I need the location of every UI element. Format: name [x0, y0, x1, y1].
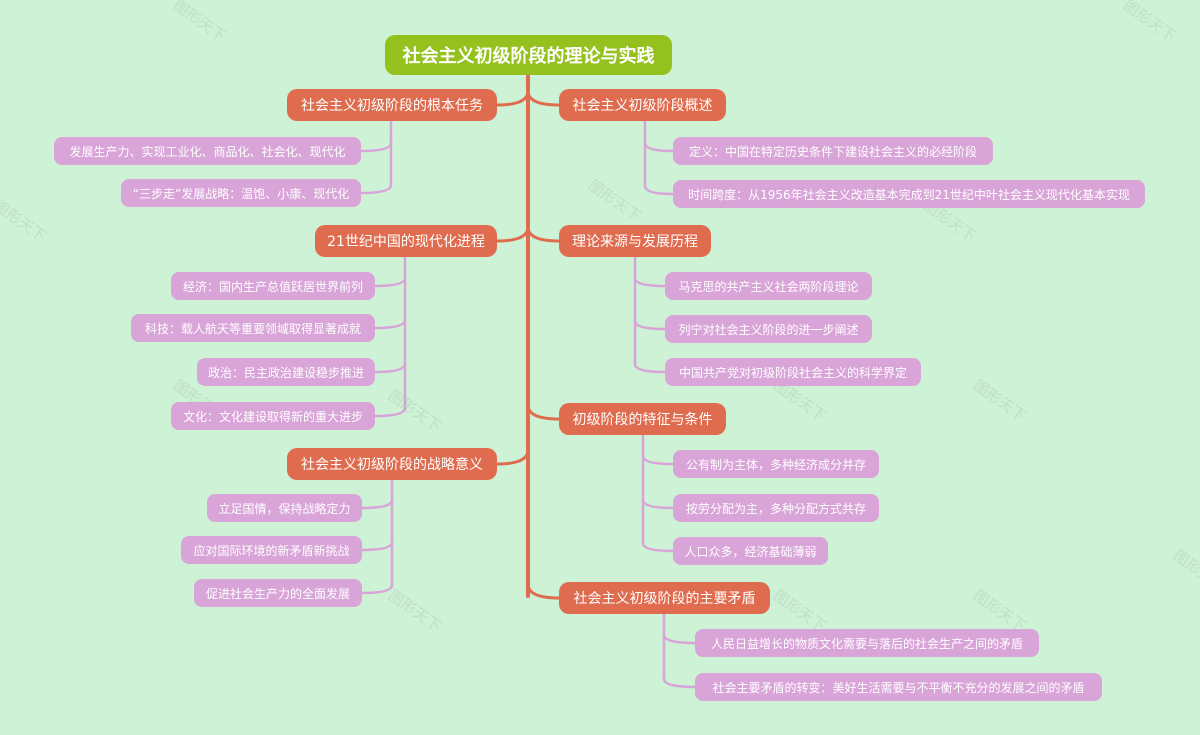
branch-node-strategic-significance[interactable]: 社会主义初级阶段的战略意义: [287, 448, 497, 480]
leaf-node[interactable]: “三步走”发展战略：温饱、小康、现代化: [121, 179, 361, 207]
branch-connector: [495, 225, 530, 243]
leaf-node[interactable]: 经济：国内生产总值跃居世界前列: [171, 272, 375, 300]
branch-connector: [495, 89, 530, 107]
branch-connector: [526, 582, 561, 600]
leaf-connector: [643, 141, 675, 153]
leaf-connector: [359, 141, 393, 153]
leaf-connector: [633, 319, 667, 331]
leaf-node[interactable]: 马克思的共产主义社会两阶段理论: [665, 272, 872, 300]
leaf-connector: [641, 541, 675, 553]
branch-connector: [495, 448, 530, 466]
leaf-node[interactable]: 按劳分配为主，多种分配方式共存: [673, 494, 879, 522]
leaf-connector: [641, 498, 675, 510]
leaf-node[interactable]: 社会主要矛盾的转变：美好生活需要与不平衡不充分的发展之间的矛盾: [695, 673, 1102, 701]
leaf-node[interactable]: 政治：民主政治建设稳步推进: [197, 358, 375, 386]
leaf-node[interactable]: 文化：文化建设取得新的重大进步: [171, 402, 375, 430]
leaf-connector: [360, 498, 394, 510]
branch-node-features[interactable]: 初级阶段的特征与条件: [559, 403, 726, 435]
root-node[interactable]: 社会主义初级阶段的理论与实践: [385, 35, 672, 75]
leaf-node[interactable]: 科技：载人航天等重要领域取得显著成就: [131, 314, 375, 342]
branch-connector: [526, 403, 561, 421]
branch-node-theory-sources[interactable]: 理论来源与发展历程: [559, 225, 711, 257]
leaf-connector: [373, 318, 407, 330]
leaf-connector: [633, 276, 667, 288]
leaf-node[interactable]: 促进社会生产力的全面发展: [194, 579, 362, 607]
leaf-node[interactable]: 时间跨度：从1956年社会主义改造基本完成到21世纪中叶社会主义现代化基本实现: [673, 180, 1145, 208]
leaf-node[interactable]: 应对国际环境的新矛盾新挑战: [181, 536, 362, 564]
leaf-connector: [373, 276, 407, 288]
branch-connector: [526, 225, 561, 243]
leaf-node[interactable]: 定义：中国在特定历史条件下建设社会主义的必经阶段: [673, 137, 993, 165]
leaf-connector: [643, 184, 675, 196]
leaf-node[interactable]: 人民日益增长的物质文化需要与落后的社会生产之间的矛盾: [695, 629, 1039, 657]
leaf-node[interactable]: 列宁对社会主义阶段的进一步阐述: [665, 315, 872, 343]
leaf-connector: [359, 183, 393, 195]
branch-node-fundamental-task[interactable]: 社会主义初级阶段的根本任务: [287, 89, 497, 121]
leaf-node[interactable]: 人口众多，经济基础薄弱: [673, 537, 828, 565]
branch-node-overview[interactable]: 社会主义初级阶段概述: [559, 89, 726, 121]
branch-connector: [526, 89, 561, 107]
leaf-connector: [662, 633, 697, 645]
branch-node-main-contradiction[interactable]: 社会主义初级阶段的主要矛盾: [559, 582, 770, 614]
leaf-connector: [373, 406, 407, 418]
leaf-connector: [360, 540, 394, 552]
leaf-connector: [373, 362, 407, 374]
leaf-connector: [633, 362, 667, 374]
branch-node-modernization-process[interactable]: 21世纪中国的现代化进程: [315, 225, 497, 257]
leaf-connector: [641, 454, 675, 466]
leaf-node[interactable]: 中国共产党对初级阶段社会主义的科学界定: [665, 358, 921, 386]
leaf-node[interactable]: 公有制为主体，多种经济成分并存: [673, 450, 879, 478]
leaf-node[interactable]: 立足国情，保持战略定力: [207, 494, 362, 522]
leaf-connector: [360, 583, 394, 595]
leaf-node[interactable]: 发展生产力、实现工业化、商品化、社会化、现代化: [54, 137, 361, 165]
leaf-connector: [662, 677, 697, 689]
